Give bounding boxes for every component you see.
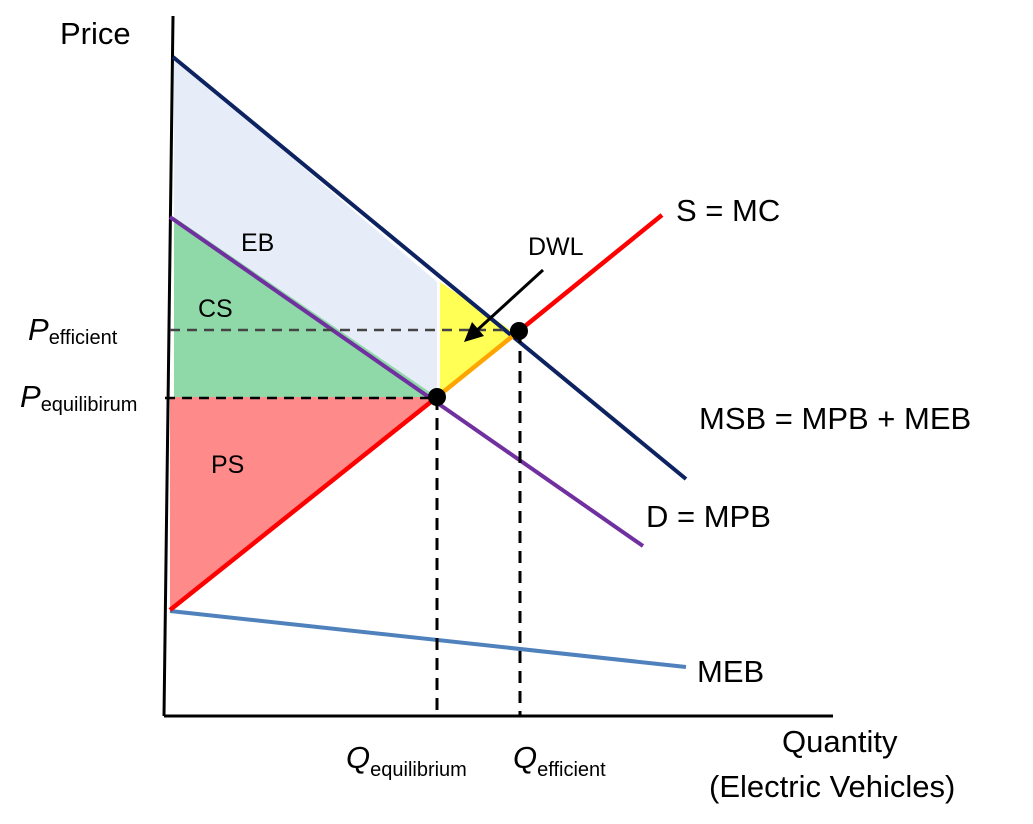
meb-curve-label: MEB (697, 654, 764, 689)
meb-line (169, 609, 687, 669)
demand-mpb-line (168, 215, 645, 548)
cs-label: CS (198, 295, 233, 323)
q-efficient-label: Qefficient (513, 740, 606, 781)
ps-label: PS (211, 451, 244, 479)
supply-line-lower (168, 395, 439, 612)
supply-line-dwl-segment (435, 329, 521, 399)
dwl-arrow-head (464, 322, 484, 342)
p-equilibrium-label: Pequilibirum (20, 379, 137, 416)
msb-line (171, 55, 688, 481)
eb-area (174, 57, 437, 397)
equilibrium-point (428, 388, 446, 406)
demand-curve-label: D = MPB (646, 499, 771, 534)
cs-area (174, 217, 437, 397)
dwl-area (440, 282, 515, 394)
p-efficient-label: Pefficient (28, 312, 118, 349)
x-axis-label-line2: (Electric Vehicles) (709, 769, 955, 804)
eb-label: EB (241, 229, 274, 257)
q-equilibrium-label: Qequilibrium (346, 740, 467, 781)
dwl-arrow-shaft (472, 268, 545, 335)
supply-line-upper (517, 213, 664, 333)
supply-curve-label: S = MC (676, 193, 780, 228)
y-axis (162, 15, 175, 717)
x-axis-label-line1: Quantity (782, 724, 898, 759)
msb-curve-label: MSB = MPB + MEB (699, 401, 971, 436)
y-axis-label: Price (60, 16, 131, 51)
dwl-label: DWL (528, 233, 584, 261)
efficient-point (510, 322, 528, 340)
